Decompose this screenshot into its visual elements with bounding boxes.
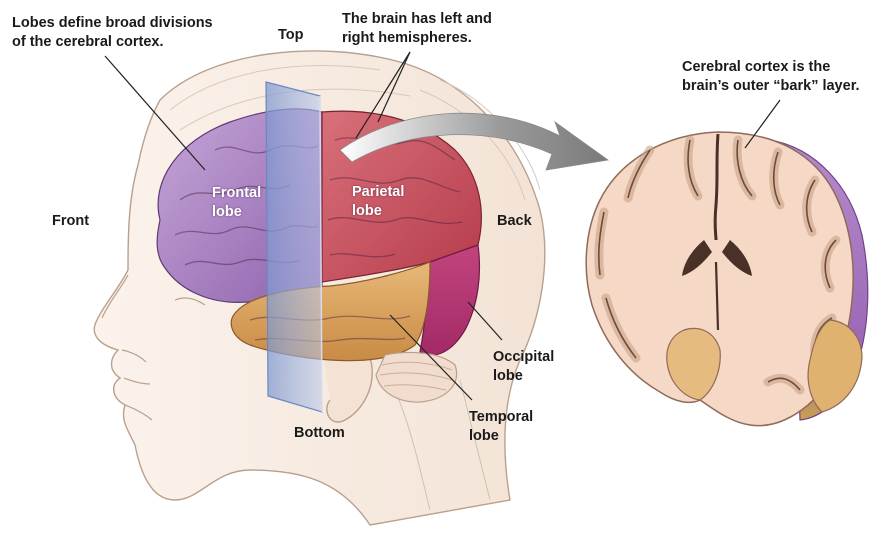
back-label: Back — [497, 212, 532, 231]
coronal-section-illustration — [586, 132, 868, 426]
frontal-lobe-label: Frontal lobe — [212, 184, 261, 222]
temporal-lobe-label: Temporal lobe — [469, 408, 533, 446]
top-label: Top — [278, 26, 304, 45]
parietal-lobe-label: Parietal lobe — [352, 183, 404, 221]
hemispheres-caption: The brain has left and right hemispheres… — [342, 10, 492, 48]
coronal-plane — [266, 82, 322, 412]
cortex-caption: Cerebral cortex is the brain’s outer “ba… — [682, 58, 860, 96]
front-label: Front — [52, 212, 89, 231]
lobes-caption: Lobes define broad divisions of the cere… — [12, 14, 213, 52]
bottom-label: Bottom — [294, 424, 345, 443]
occipital-lobe-label: Occipital lobe — [493, 348, 554, 386]
